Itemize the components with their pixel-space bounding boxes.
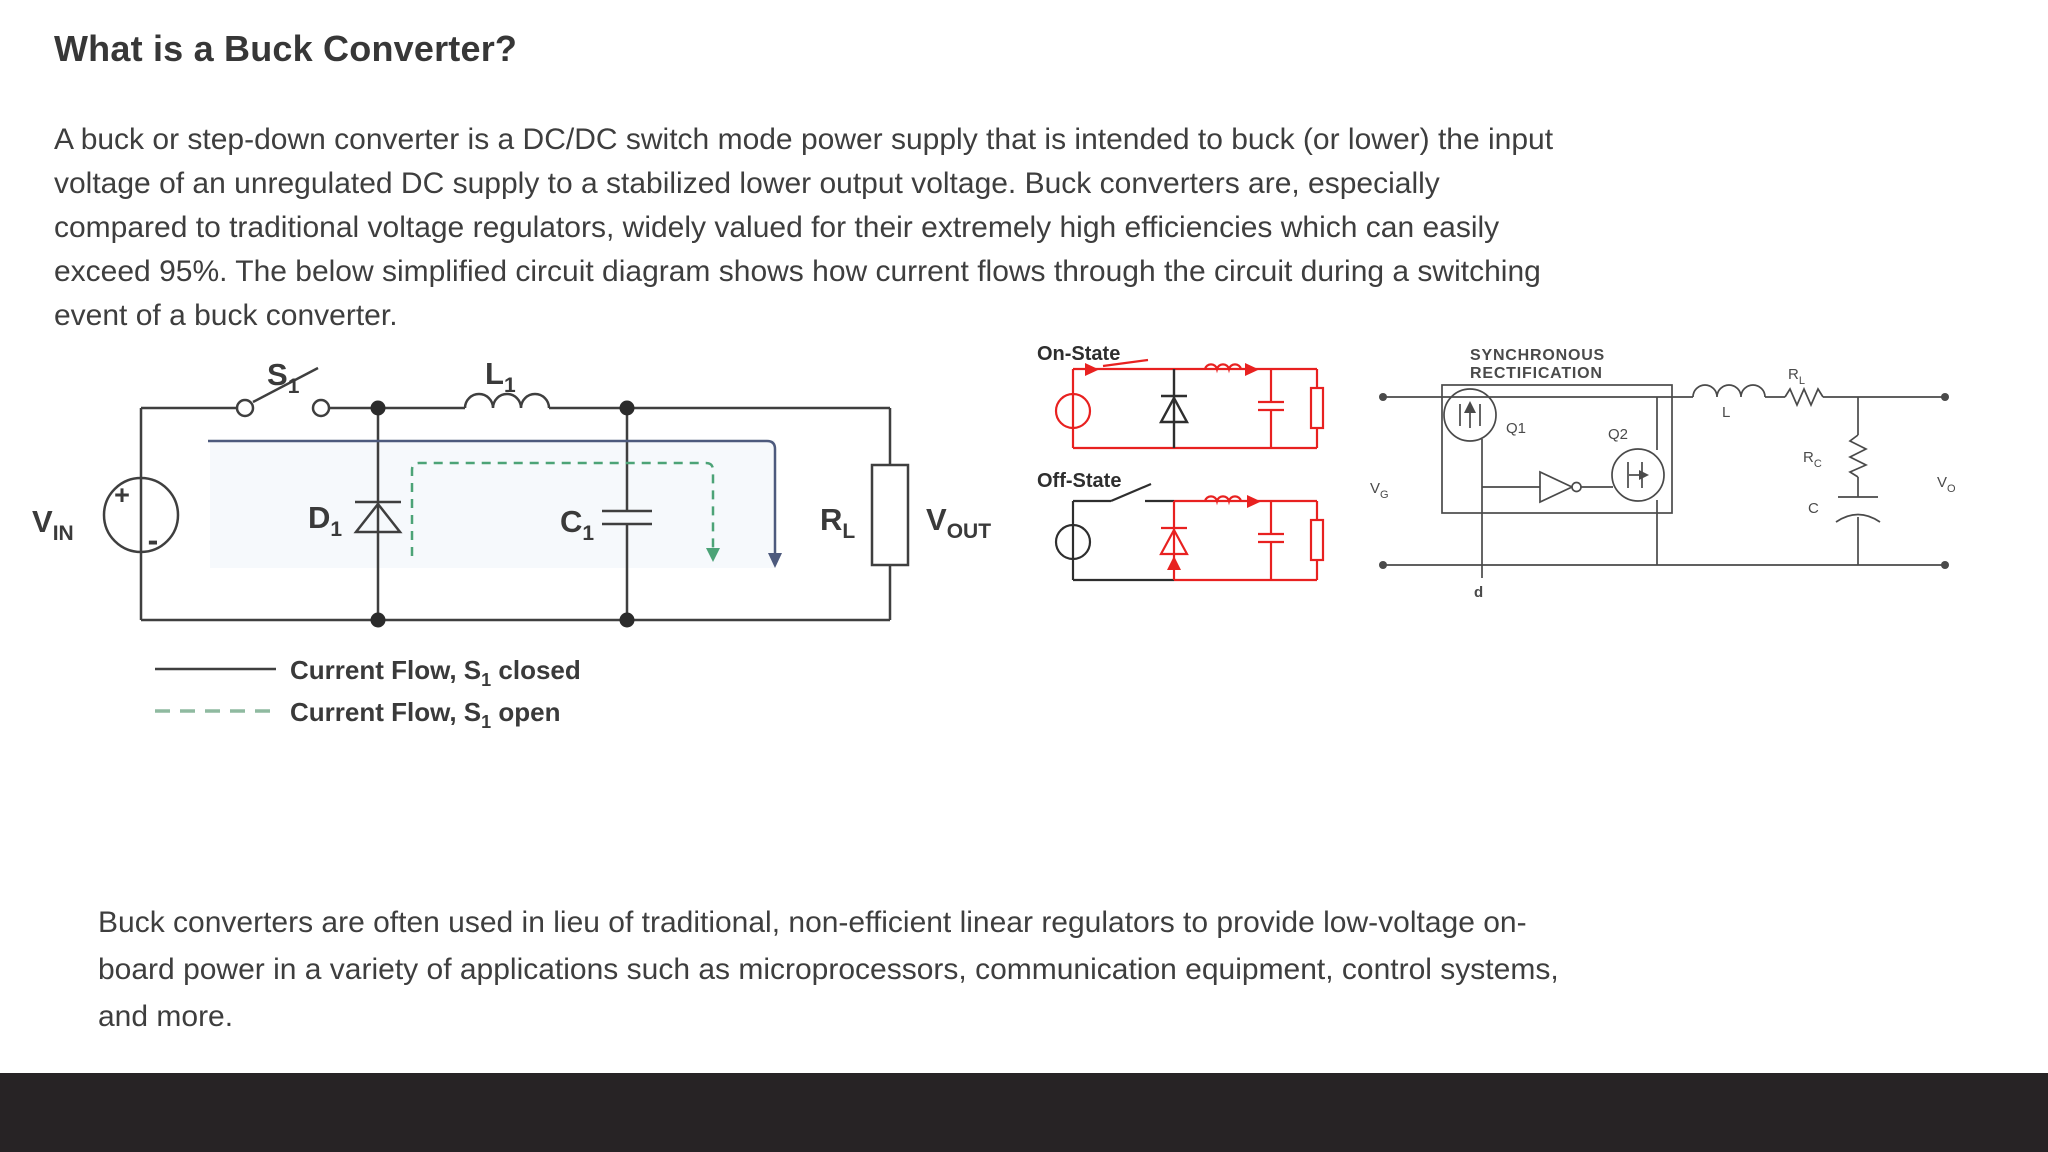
q2-mosfet bbox=[1611, 448, 1665, 502]
minus-sign: - bbox=[148, 522, 159, 558]
q2-label: Q2 bbox=[1608, 426, 1628, 443]
sync-rl-resistor bbox=[1784, 386, 1824, 408]
c1-label: C1 bbox=[560, 504, 594, 545]
q1-label: Q1 bbox=[1506, 420, 1526, 437]
off-open-switch bbox=[1110, 482, 1152, 503]
d1-diode bbox=[353, 500, 403, 534]
q1-mosfet bbox=[1443, 388, 1497, 442]
vin-label: VIN bbox=[32, 504, 74, 545]
sync-inductor bbox=[1692, 384, 1766, 398]
sync-title-line1: SYNCHRONOUS bbox=[1470, 347, 1605, 364]
buck-converter-schematic: + - S1 L1 VIN D1 C1 RL VOUT Current Flow… bbox=[32, 356, 991, 732]
on-state-circuit: On-State bbox=[1037, 343, 1325, 450]
sync-rectification-diagram: SYNCHRONOUS RECTIFICATION bbox=[1370, 347, 1956, 601]
rl-resistor bbox=[870, 463, 910, 567]
off-state-circuit: Off-State bbox=[1037, 470, 1325, 582]
sync-rc-resistor bbox=[1848, 434, 1869, 478]
circuit-wires bbox=[139, 392, 892, 622]
current-flow-open-path bbox=[410, 461, 720, 562]
sync-c-label: C bbox=[1808, 500, 1819, 517]
c1-capacitor bbox=[602, 509, 652, 526]
off-source bbox=[1054, 523, 1092, 561]
off-state-red-wires bbox=[1159, 495, 1325, 582]
d-label: d bbox=[1474, 584, 1483, 601]
intro-line: event of a buck converter. bbox=[54, 299, 398, 332]
highlight-wash bbox=[210, 440, 775, 568]
vg-label: VG bbox=[1370, 480, 1389, 501]
rl-label: RL bbox=[820, 502, 855, 543]
junction-dots bbox=[370, 400, 635, 628]
off-flow-arrows bbox=[1167, 495, 1261, 570]
page-title: What is a Buck Converter? bbox=[54, 28, 518, 69]
current-flow-closed-path bbox=[208, 439, 782, 568]
legend: Current Flow, S1 closed Current Flow, S1… bbox=[155, 655, 581, 732]
on-diode bbox=[1158, 369, 1190, 448]
off-state-label: Off-State bbox=[1037, 470, 1121, 492]
outro-line: Buck converters are often used in lieu o… bbox=[98, 906, 1527, 939]
sync-inverter bbox=[1539, 470, 1575, 504]
off-state-black-wires bbox=[1054, 482, 1174, 582]
vo-label: VO bbox=[1937, 474, 1956, 495]
intro-paragraph: A buck or step-down converter is a DC/DC… bbox=[54, 118, 1553, 338]
plus-sign: + bbox=[114, 480, 130, 510]
s1-label: S1 bbox=[267, 357, 300, 398]
sync-terminal-dots bbox=[1379, 393, 1949, 569]
outro-line: and more. bbox=[98, 1000, 234, 1033]
outro-line: board power in a variety of applications… bbox=[98, 953, 1559, 986]
d1-label: D1 bbox=[308, 500, 342, 541]
vout-label: VOUT bbox=[926, 502, 991, 543]
l-label: L bbox=[1722, 404, 1730, 421]
l1-label: L1 bbox=[485, 356, 516, 397]
on-load-resistor bbox=[1309, 386, 1325, 430]
on-inductor bbox=[1203, 363, 1243, 374]
off-load-resistor bbox=[1309, 518, 1325, 562]
off-capacitor bbox=[1258, 532, 1284, 544]
on-capacitor bbox=[1258, 400, 1284, 412]
bottom-bar bbox=[0, 1073, 2048, 1152]
intro-line: exceed 95%. The below simplified circuit… bbox=[54, 255, 1541, 288]
off-inductor bbox=[1203, 495, 1243, 506]
sync-rl-label: RL bbox=[1788, 366, 1805, 387]
intro-line: voltage of an unregulated DC supply to a… bbox=[54, 167, 1440, 200]
outro-paragraph: Buck converters are often used in lieu o… bbox=[98, 899, 1559, 1040]
s1-switch bbox=[235, 366, 331, 418]
sync-ic-box bbox=[1441, 384, 1673, 514]
sync-capacitor bbox=[1835, 513, 1881, 523]
intro-line: A buck or step-down converter is a DC/DC… bbox=[54, 123, 1554, 156]
on-flow-arrows bbox=[1085, 363, 1259, 376]
sync-arrowheads bbox=[1464, 401, 1649, 480]
on-state-label: On-State bbox=[1037, 343, 1120, 365]
off-diode bbox=[1159, 527, 1189, 556]
sync-rc-label: RC bbox=[1803, 449, 1822, 470]
l1-inductor bbox=[463, 392, 551, 409]
sync-title-line2: RECTIFICATION bbox=[1470, 365, 1603, 382]
legend-open-label: Current Flow, S1 open bbox=[290, 697, 561, 732]
on-source bbox=[1054, 392, 1092, 430]
legend-closed-label: Current Flow, S1 closed bbox=[290, 655, 581, 690]
vin-source bbox=[102, 476, 180, 554]
intro-line: compared to traditional voltage regulato… bbox=[54, 211, 1500, 244]
on-state-red-wires bbox=[1054, 358, 1325, 450]
sync-wires bbox=[1383, 384, 1945, 578]
